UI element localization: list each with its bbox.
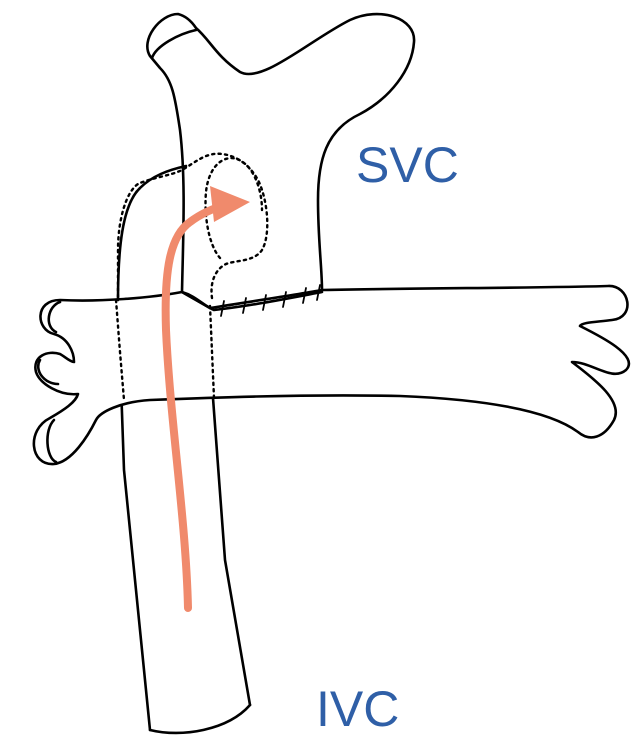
svc-label: SVC xyxy=(356,137,459,193)
ivc-label: IVC xyxy=(316,681,399,737)
